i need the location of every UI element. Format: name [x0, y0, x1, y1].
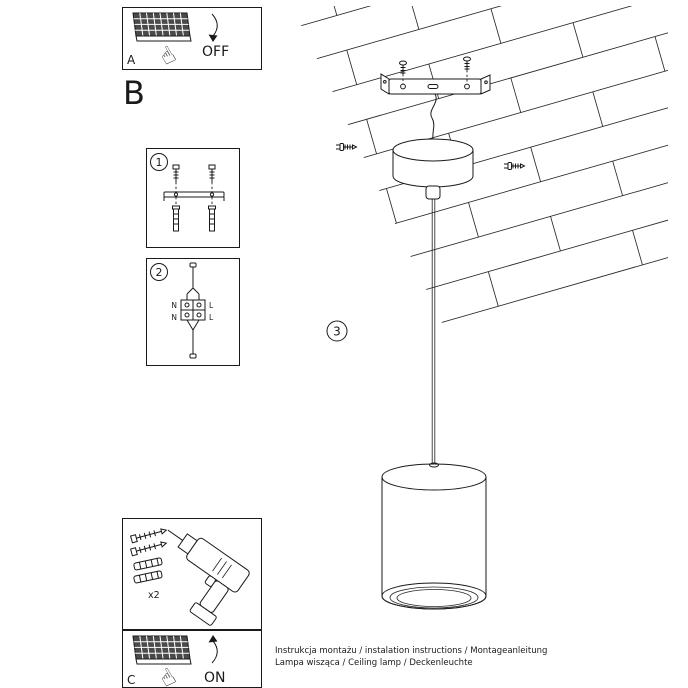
panel-c: ☝ ON C: [122, 630, 262, 688]
lampshade-bottom-rim: [381, 582, 487, 610]
wall-plug-icon: [172, 197, 180, 232]
hand-icon: ☝: [155, 664, 180, 688]
mounting-bracket: [380, 56, 491, 140]
terminal-l-bottom: L: [209, 313, 214, 322]
panel-a-box: [122, 7, 262, 70]
bracket-hole-right: [464, 83, 470, 90]
panel-a-label: A: [127, 53, 136, 67]
hand-icon: ☝: [155, 42, 180, 72]
plank-lines: [292, 6, 668, 344]
step3-badge: 3: [326, 320, 348, 342]
step1-panel: 1: [146, 148, 240, 248]
drill-icon: [167, 529, 250, 626]
power-off-label: OFF: [202, 44, 229, 60]
wall-plug-icon: [208, 197, 216, 232]
bracket-slot: [427, 84, 439, 89]
wall-plug-icon: [133, 570, 163, 584]
wiring-diagram: N L N L: [171, 262, 214, 359]
canopy: [392, 138, 474, 200]
diffuser-ring-inner: [396, 589, 472, 607]
suspension-hook: [430, 93, 437, 140]
tools-panel: x2: [122, 518, 262, 630]
step1-badge: [150, 153, 168, 171]
step3-number: 3: [333, 325, 341, 339]
switch-panel-icon: [132, 12, 192, 42]
screw-icon: [129, 528, 168, 544]
diffuser-ring-outer: [389, 586, 479, 609]
flip-up-arrow-icon: [208, 635, 218, 664]
step2-number: 2: [156, 266, 163, 279]
wall-plug-icon: [133, 557, 163, 571]
bracket-ear-left: [380, 73, 390, 95]
flip-down-arrow-icon: [208, 13, 218, 42]
screw-icon-right: [504, 162, 526, 170]
lampshade-top: [381, 463, 487, 491]
footer-line1: Instrukcja montażu / instalation instruc…: [275, 646, 547, 656]
bracket-screw-left: [399, 60, 407, 84]
cable: [431, 199, 436, 464]
step2-badge: [150, 263, 168, 281]
bracket-diagram: [163, 164, 225, 232]
cord-grip: [425, 185, 441, 200]
footer: Instrukcja montażu / instalation instruc…: [275, 646, 547, 668]
step1-number: 1: [156, 156, 163, 169]
footer-line2: Lampa wisząca / Ceiling lamp / Deckenleu…: [275, 658, 473, 668]
lamp-illustration: 3: [292, 6, 668, 610]
terminal-n-top: N: [171, 301, 177, 310]
lampshade: [381, 462, 487, 610]
step1-box: [146, 148, 240, 248]
bracket-screw-right: [463, 56, 471, 84]
tools-box: [122, 518, 262, 630]
plank-joints: [292, 6, 668, 344]
terminal-n-bottom: N: [171, 313, 177, 322]
panel-a: ☝ OFF A: [122, 7, 262, 72]
bracket-ear-right: [480, 74, 491, 95]
step2-panel: 2 N L N L: [146, 258, 240, 366]
panel-c-label: C: [127, 673, 135, 687]
power-on-label: ON: [204, 670, 226, 686]
screw-icon: [208, 164, 216, 192]
screw-icon: [172, 164, 180, 192]
terminal-l-top: L: [209, 301, 214, 310]
screw-icon: [129, 541, 168, 557]
step2-box: [146, 258, 240, 366]
cable-grommet: [429, 462, 439, 468]
switch-panel-icon: [132, 635, 192, 665]
section-b-label: B: [123, 74, 145, 112]
fixings-count: x2: [148, 590, 160, 601]
screw-icon-left: [336, 143, 358, 151]
bracket-hole-left: [400, 83, 406, 90]
